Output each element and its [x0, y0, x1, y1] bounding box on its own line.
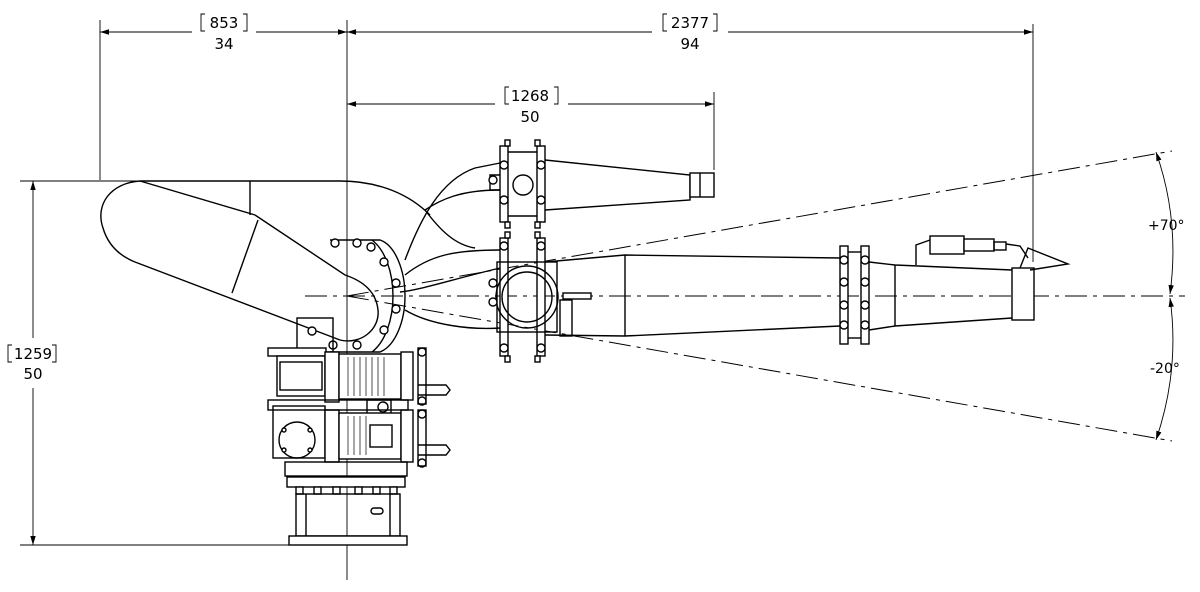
dimension-left-width: 853 34	[100, 13, 347, 53]
main-valve	[488, 231, 592, 363]
base-pedestal	[267, 399, 409, 546]
upper-branch-inch: 50	[520, 108, 539, 126]
swivel-flange	[296, 238, 406, 353]
angle-down-label: -20°	[1150, 361, 1180, 377]
right-reach-mm: 2377	[671, 14, 709, 32]
dimension-right-reach: 2377 94	[347, 13, 1033, 53]
y-branch	[399, 162, 501, 330]
upper-branch-nozzle	[488, 139, 715, 229]
left-elbow-pipe	[100, 180, 431, 342]
main-barrel	[544, 235, 1071, 345]
dimension-height: 1259 50	[7, 181, 57, 545]
right-reach-inch: 94	[680, 35, 699, 53]
dimension-upper-branch: 1268 50	[347, 86, 714, 126]
height-inch: 50	[23, 365, 42, 383]
angle-up-label: +70°	[1148, 218, 1185, 234]
rotation-drive	[272, 405, 451, 468]
elevation-angle-arcs: +70° -20°	[1148, 151, 1185, 441]
left-width-mm: 853	[210, 14, 239, 32]
elevation-drive	[267, 347, 451, 415]
left-width-inch: 34	[214, 35, 233, 53]
upper-branch-mm: 1268	[511, 87, 549, 105]
height-mm: 1259	[14, 345, 52, 363]
